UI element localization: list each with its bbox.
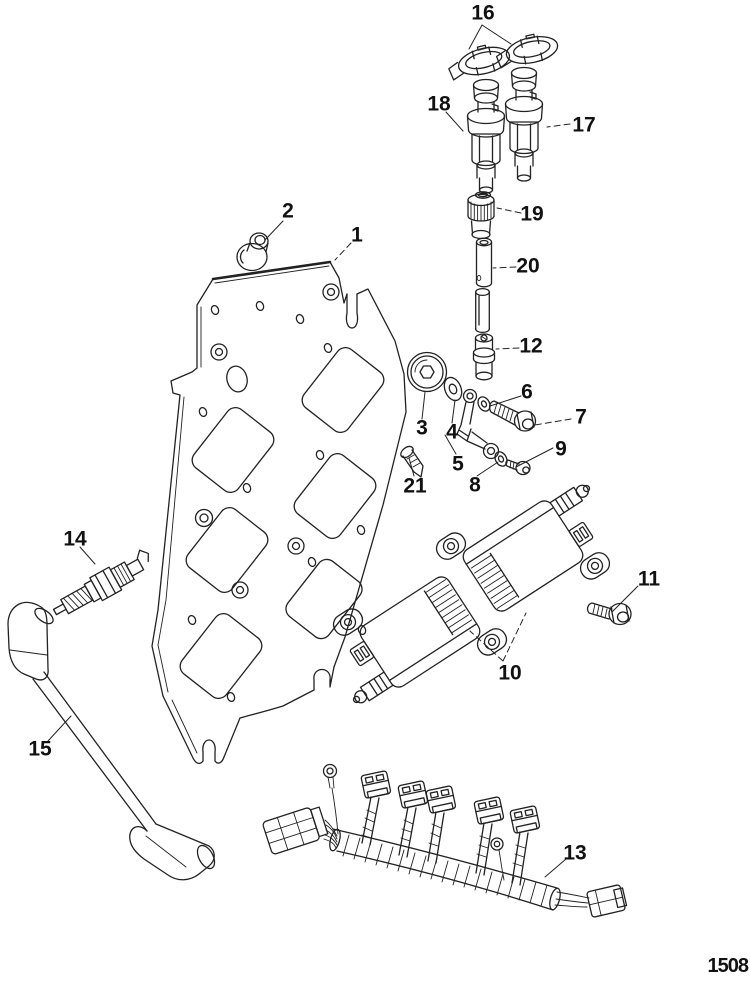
screw-9 — [505, 459, 531, 476]
rivet-21 — [400, 445, 424, 478]
washer-6 — [477, 396, 491, 412]
callout-7: 7 — [575, 405, 587, 429]
ignition-coil-right — [432, 456, 634, 644]
callout-18: 18 — [427, 92, 451, 116]
callout-5: 5 — [452, 452, 464, 476]
ground-strap-5 — [456, 388, 500, 460]
fitting-12 — [472, 333, 496, 381]
bolt-7 — [488, 400, 537, 432]
callout-11: 11 — [637, 567, 661, 591]
mounting-plate — [151, 260, 407, 765]
callout-3: 3 — [416, 416, 428, 440]
sensor-18 — [466, 78, 506, 194]
callout-1: 1 — [351, 223, 363, 247]
retainer-clips — [444, 29, 561, 83]
grommet-large-3 — [406, 351, 448, 393]
callout-19: 19 — [520, 202, 544, 226]
callout-21: 21 — [403, 474, 427, 498]
bolt-11 — [586, 602, 632, 626]
spark-plug — [52, 549, 149, 616]
callout-15: 15 — [28, 737, 52, 761]
callout-6: 6 — [521, 380, 533, 404]
callout-4: 4 — [446, 420, 458, 444]
washer-4 — [443, 376, 463, 402]
callout-9: 9 — [555, 437, 567, 461]
washer-8 — [494, 451, 508, 467]
tube-20 — [475, 237, 493, 334]
callout-12: 12 — [519, 334, 543, 358]
wiring-harness — [262, 763, 628, 918]
leader-lines — [47, 24, 639, 878]
knurled-cap-19 — [467, 193, 495, 240]
grommet-small — [236, 232, 269, 272]
callout-8: 8 — [469, 473, 481, 497]
callout-20: 20 — [516, 254, 540, 278]
ignition-coil-left — [309, 544, 511, 732]
callout-13: 13 — [563, 841, 587, 865]
callout-2: 2 — [282, 199, 294, 223]
callout-17: 17 — [572, 113, 596, 137]
callout-10: 10 — [498, 661, 522, 685]
callout-14: 14 — [63, 527, 87, 551]
callout-16: 16 — [471, 1, 495, 25]
spark-plug-wire — [7, 601, 216, 881]
sensor-17 — [504, 66, 544, 182]
figure-code: 1508 — [707, 955, 750, 977]
